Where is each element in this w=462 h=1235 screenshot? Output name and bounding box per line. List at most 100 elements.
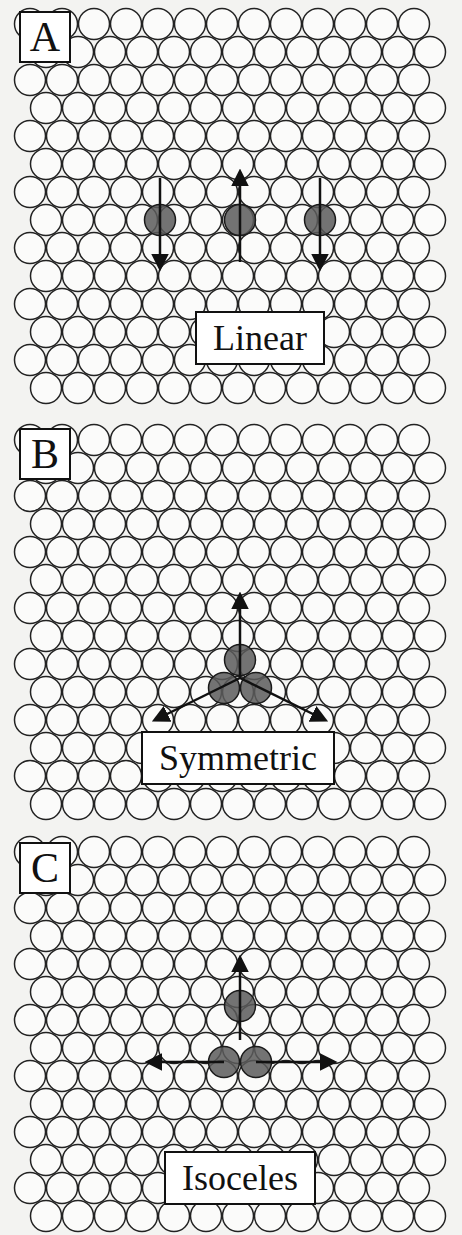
surface-atom <box>175 537 206 568</box>
surface-atom <box>111 649 142 680</box>
surface-atom <box>351 865 382 896</box>
surface-atom <box>271 177 302 208</box>
surface-atom <box>111 177 142 208</box>
surface-atom <box>383 509 414 540</box>
surface-atom <box>143 893 174 924</box>
surface-atom <box>319 37 350 68</box>
surface-atom <box>79 1061 110 1092</box>
surface-atom <box>127 1089 158 1120</box>
surface-atom <box>287 921 318 952</box>
surface-atom <box>63 149 94 180</box>
surface-atom <box>351 733 382 764</box>
surface-atom <box>47 537 78 568</box>
surface-atom <box>239 177 270 208</box>
surface-atom <box>159 93 190 124</box>
surface-atom <box>351 1089 382 1120</box>
surface-atom <box>159 677 190 708</box>
panel-letter-text: A <box>30 16 60 58</box>
surface-atom <box>367 233 398 264</box>
surface-atom <box>239 121 270 152</box>
panel-letter-text: B <box>31 433 59 475</box>
surface-atom <box>383 261 414 292</box>
surface-atom <box>383 1033 414 1064</box>
surface-atom <box>31 565 62 596</box>
surface-atom <box>95 373 126 404</box>
panel-caption-box: Linear <box>195 311 325 365</box>
arrow <box>239 958 242 1040</box>
surface-atom <box>95 453 126 484</box>
surface-atom <box>127 621 158 652</box>
surface-atom <box>79 1173 110 1204</box>
surface-atom <box>143 65 174 96</box>
surface-atom <box>367 425 398 456</box>
surface-atom <box>287 149 318 180</box>
surface-atom <box>191 373 222 404</box>
surface-atom <box>367 1005 398 1036</box>
surface-atom <box>191 509 222 540</box>
surface-atom <box>63 621 94 652</box>
surface-atom <box>223 789 254 820</box>
surface-atom <box>63 677 94 708</box>
surface-atom <box>79 425 110 456</box>
surface-atom <box>399 1173 430 1204</box>
surface-atom <box>335 233 366 264</box>
surface-atom <box>47 289 78 320</box>
surface-atom <box>63 1089 94 1120</box>
surface-atom <box>239 537 270 568</box>
surface-atom <box>271 593 302 624</box>
surface-atom <box>15 1005 46 1036</box>
surface-atom <box>191 1201 222 1232</box>
surface-atom <box>79 705 110 736</box>
surface-atom <box>271 837 302 868</box>
surface-atom <box>31 1033 62 1064</box>
surface-atom <box>127 677 158 708</box>
arrow <box>155 678 240 720</box>
surface-atom <box>239 425 270 456</box>
surface-atom <box>239 233 270 264</box>
surface-atom <box>415 733 446 764</box>
surface-atom <box>303 1117 334 1148</box>
surface-atom <box>415 373 446 404</box>
surface-atom <box>351 317 382 348</box>
surface-atom <box>63 565 94 596</box>
surface-atom <box>207 893 238 924</box>
surface-atom <box>287 621 318 652</box>
surface-atom <box>79 481 110 512</box>
surface-atom <box>415 1089 446 1120</box>
surface-atom <box>207 481 238 512</box>
surface-atom <box>207 9 238 40</box>
surface-atom <box>207 233 238 264</box>
surface-atom <box>351 1033 382 1064</box>
surface-atom <box>191 789 222 820</box>
surface-atom <box>175 593 206 624</box>
surface-atom <box>159 1033 190 1064</box>
surface-atom <box>271 65 302 96</box>
surface-atom <box>127 37 158 68</box>
surface-atom <box>175 121 206 152</box>
surface-atom <box>15 593 46 624</box>
surface-atom <box>111 289 142 320</box>
surface-atom <box>143 9 174 40</box>
surface-atom <box>95 921 126 952</box>
surface-atom <box>127 1145 158 1176</box>
surface-atom <box>175 233 206 264</box>
surface-atom <box>15 481 46 512</box>
surface-atom <box>367 893 398 924</box>
surface-atom <box>79 65 110 96</box>
surface-atom <box>255 149 286 180</box>
surface-atom <box>111 1117 142 1148</box>
surface-atom <box>191 921 222 952</box>
surface-atom <box>95 565 126 596</box>
surface-atom <box>79 177 110 208</box>
surface-atom <box>15 1173 46 1204</box>
surface-atom <box>95 1145 126 1176</box>
surface-atom <box>15 893 46 924</box>
surface-atom <box>367 1061 398 1092</box>
surface-atom <box>63 733 94 764</box>
surface-atom <box>271 949 302 980</box>
surface-atom <box>191 977 222 1008</box>
surface-atom <box>111 761 142 792</box>
surface-atom <box>207 949 238 980</box>
surface-atom <box>63 921 94 952</box>
surface-atom <box>367 537 398 568</box>
